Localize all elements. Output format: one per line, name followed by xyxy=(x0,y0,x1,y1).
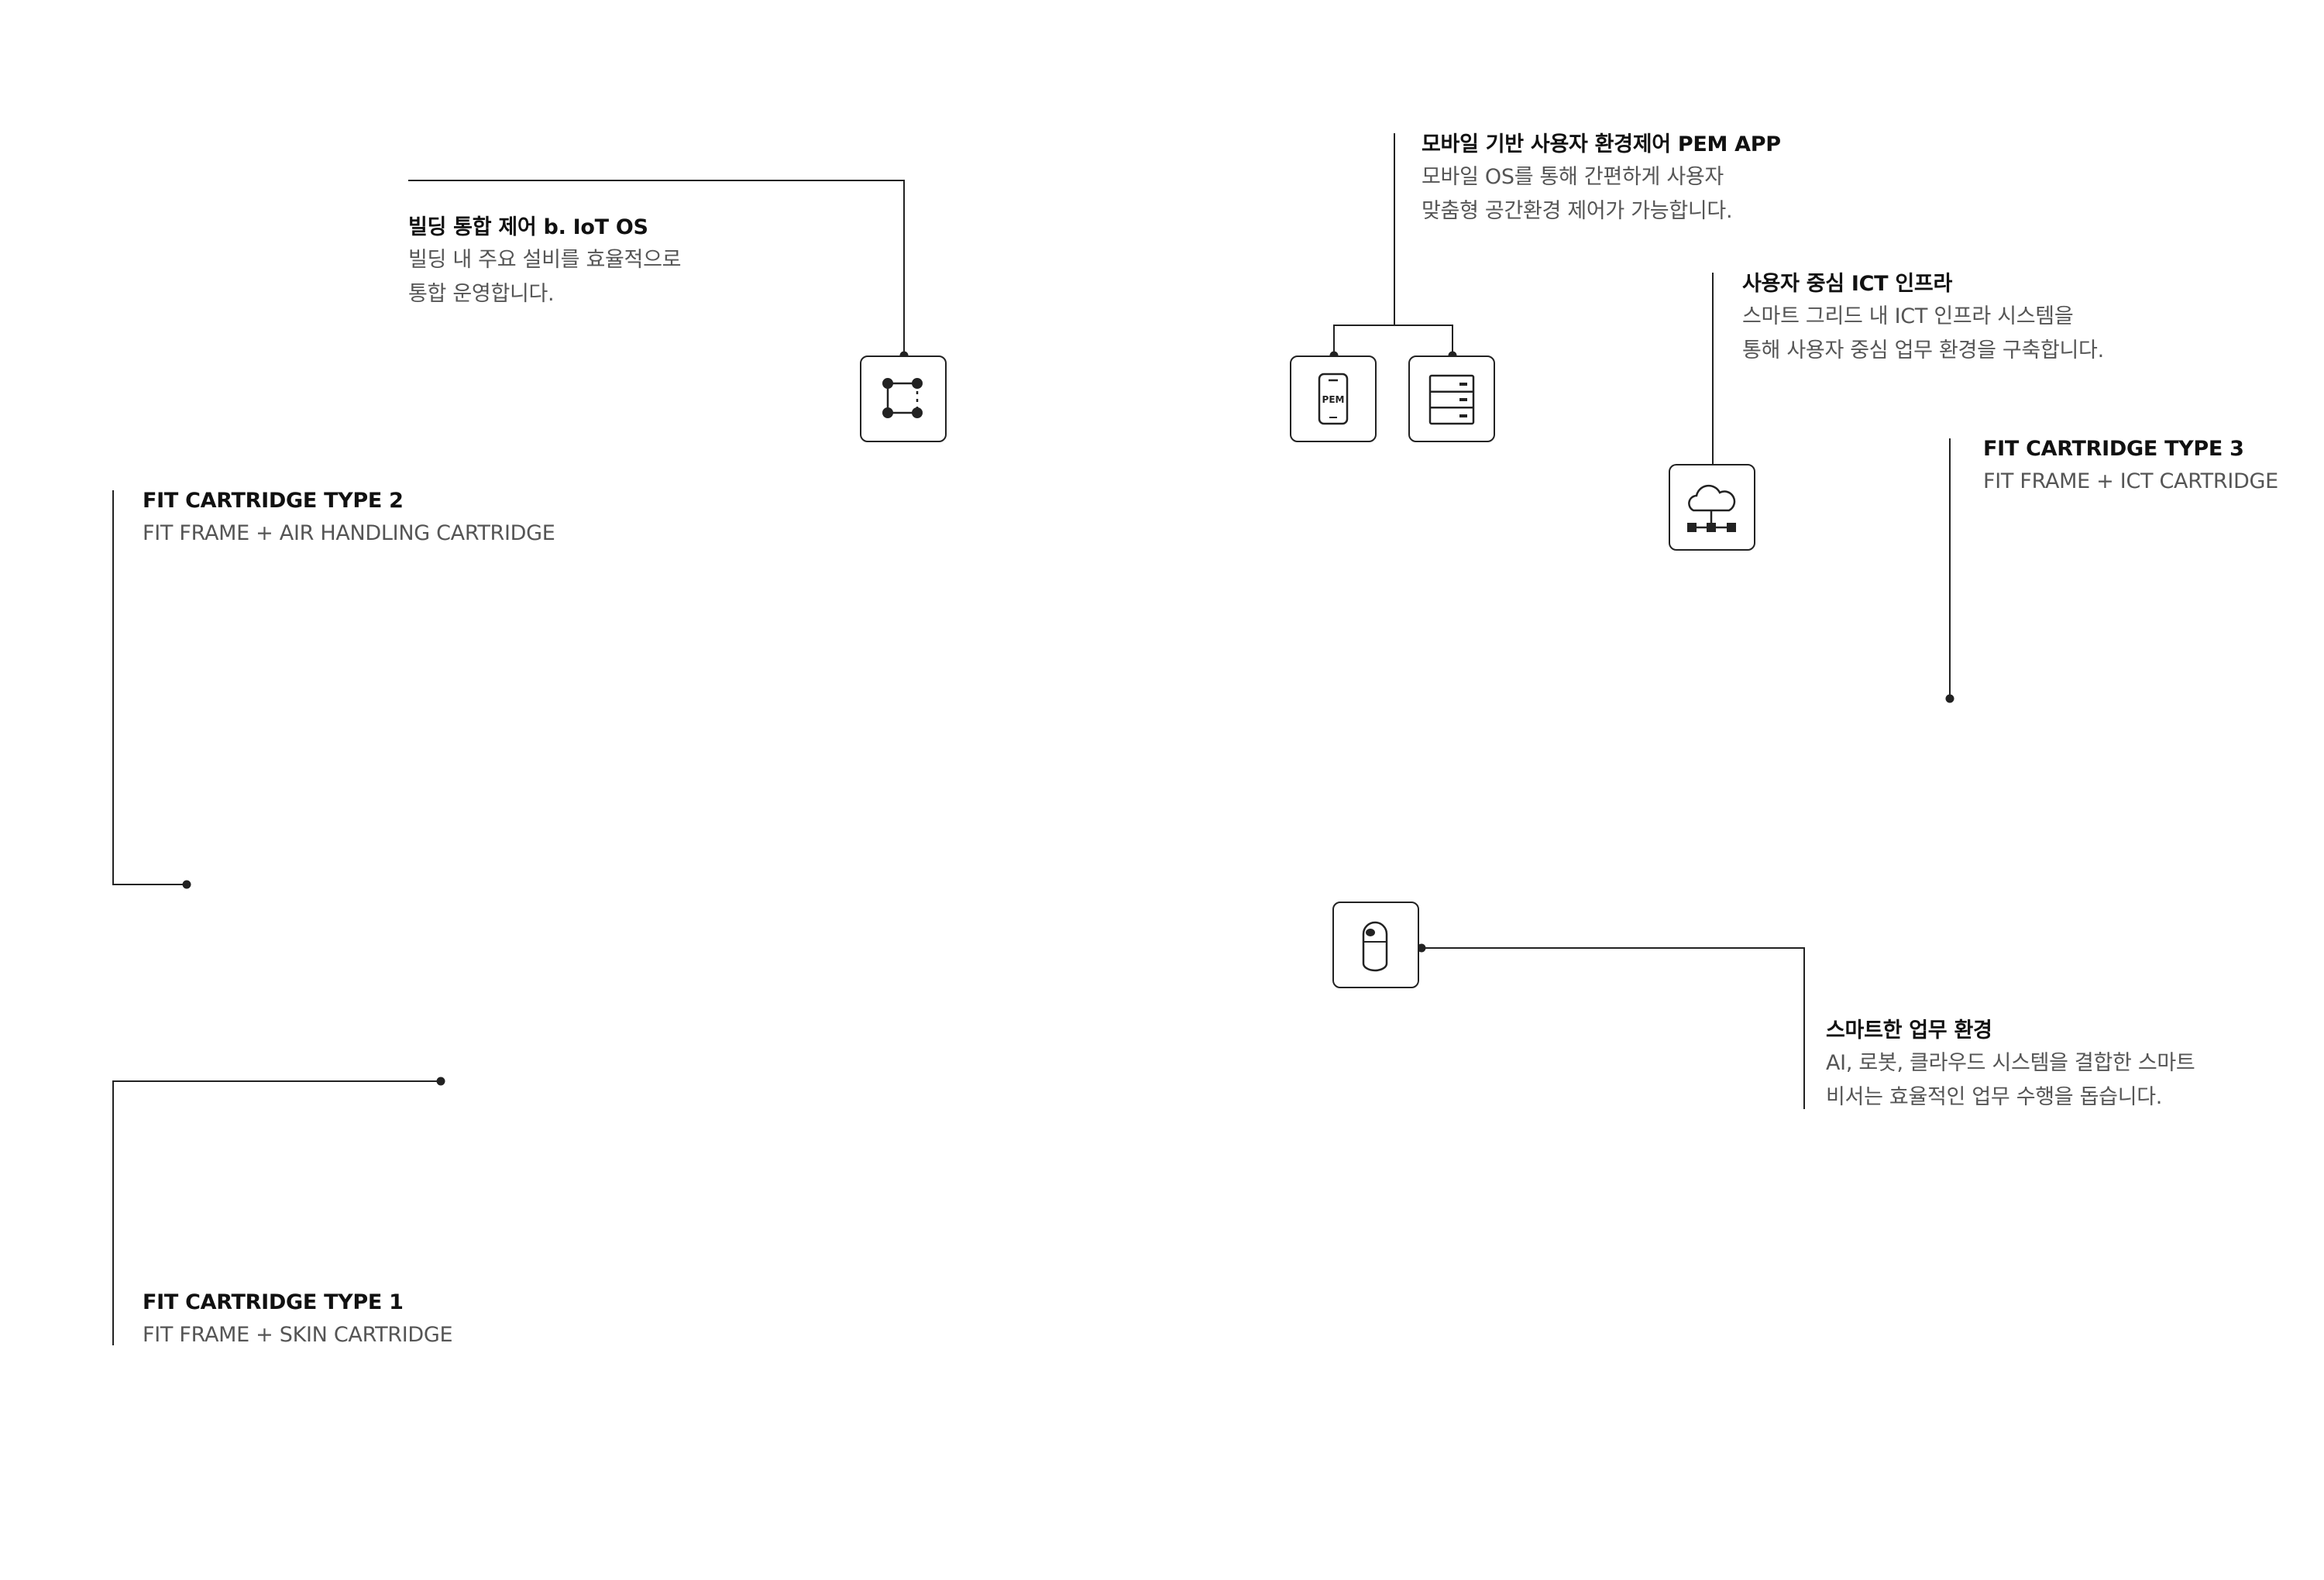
type1-annotation: FIT CARTRIDGE TYPE 1 FIT FRAME + SKIN CA… xyxy=(143,1287,453,1352)
iot-os-connector xyxy=(408,180,905,356)
smart-work-dot xyxy=(1417,943,1426,953)
type3-desc: FIT FRAME + ICT CARTRIDGE xyxy=(1983,469,2278,493)
iot-os-desc-line2: 통합 운영합니다. xyxy=(408,282,555,306)
iot-os-annotation: 빌딩 통합 제어 b. IoT OS 빌딩 내 주요 설비를 효율적으로 통합 … xyxy=(408,212,681,311)
type2-annotation: FIT CARTRIDGE TYPE 2 FIT FRAME + AIR HAN… xyxy=(143,486,555,551)
type3-title: FIT CARTRIDGE TYPE 3 xyxy=(1983,437,2244,461)
smart-work-annotation: 스마트한 업무 환경 AI, 로봇, 클라우드 시스템을 결합한 스마트 비서는… xyxy=(1826,1015,2195,1115)
smartphone-pem-icon: PEM xyxy=(1290,356,1377,442)
ict-infra-annotation: 사용자 중심 ICT 인프라 스마트 그리드 내 ICT 인프라 시스템을 통해… xyxy=(1742,269,2104,368)
ict-infra-desc-line2: 통해 사용자 중심 업무 환경을 구축합니다. xyxy=(1742,338,2104,362)
smart-work-desc-line2: 비서는 효율적인 업무 수행을 돕습니다. xyxy=(1826,1085,2163,1109)
type3-dot xyxy=(1945,694,1954,703)
pem-app-desc-line2: 맞춤형 공간환경 제어가 가능합니다. xyxy=(1422,199,1733,223)
type2-connector xyxy=(112,490,187,885)
type1-desc: FIT FRAME + SKIN CARTRIDGE xyxy=(143,1323,453,1347)
smart-work-title: 스마트한 업무 환경 xyxy=(1826,1018,1992,1042)
pem-phone-label: PEM xyxy=(1322,394,1345,405)
smart-work-desc-line1: AI, 로봇, 클라우드 시스템을 결합한 스마트 xyxy=(1826,1051,2195,1075)
cloud-network-icon xyxy=(1669,464,1755,551)
type1-dot xyxy=(436,1077,445,1086)
pem-app-annotation: 모바일 기반 사용자 환경제어 PEM APP 모바일 OS를 통해 간편하게 … xyxy=(1422,129,1781,228)
smart-work-connector xyxy=(1422,947,1805,1109)
robot-assistant-icon xyxy=(1332,902,1419,988)
type1-connector xyxy=(112,1080,441,1345)
type1-title: FIT CARTRIDGE TYPE 1 xyxy=(143,1290,404,1314)
network-nodes-icon xyxy=(860,356,947,442)
pem-app-title: 모바일 기반 사용자 환경제어 PEM APP xyxy=(1422,132,1781,156)
type2-title: FIT CARTRIDGE TYPE 2 xyxy=(143,489,404,513)
ict-infra-title: 사용자 중심 ICT 인프라 xyxy=(1742,272,1952,296)
iot-os-desc-line1: 빌딩 내 주요 설비를 효율적으로 xyxy=(408,248,682,272)
server-rack-icon xyxy=(1408,356,1495,442)
type2-desc: FIT FRAME + AIR HANDLING CARTRIDGE xyxy=(143,521,555,545)
type3-annotation: FIT CARTRIDGE TYPE 3 FIT FRAME + ICT CAR… xyxy=(1983,434,2278,499)
iot-os-title: 빌딩 통합 제어 b. IoT OS xyxy=(408,215,648,239)
type2-dot xyxy=(182,880,191,889)
pem-app-connector-branch xyxy=(1333,325,1453,356)
pem-app-desc-line1: 모바일 OS를 통해 간편하게 사용자 xyxy=(1422,165,1724,189)
ict-infra-desc-line1: 스마트 그리드 내 ICT 인프라 시스템을 xyxy=(1742,304,2074,328)
